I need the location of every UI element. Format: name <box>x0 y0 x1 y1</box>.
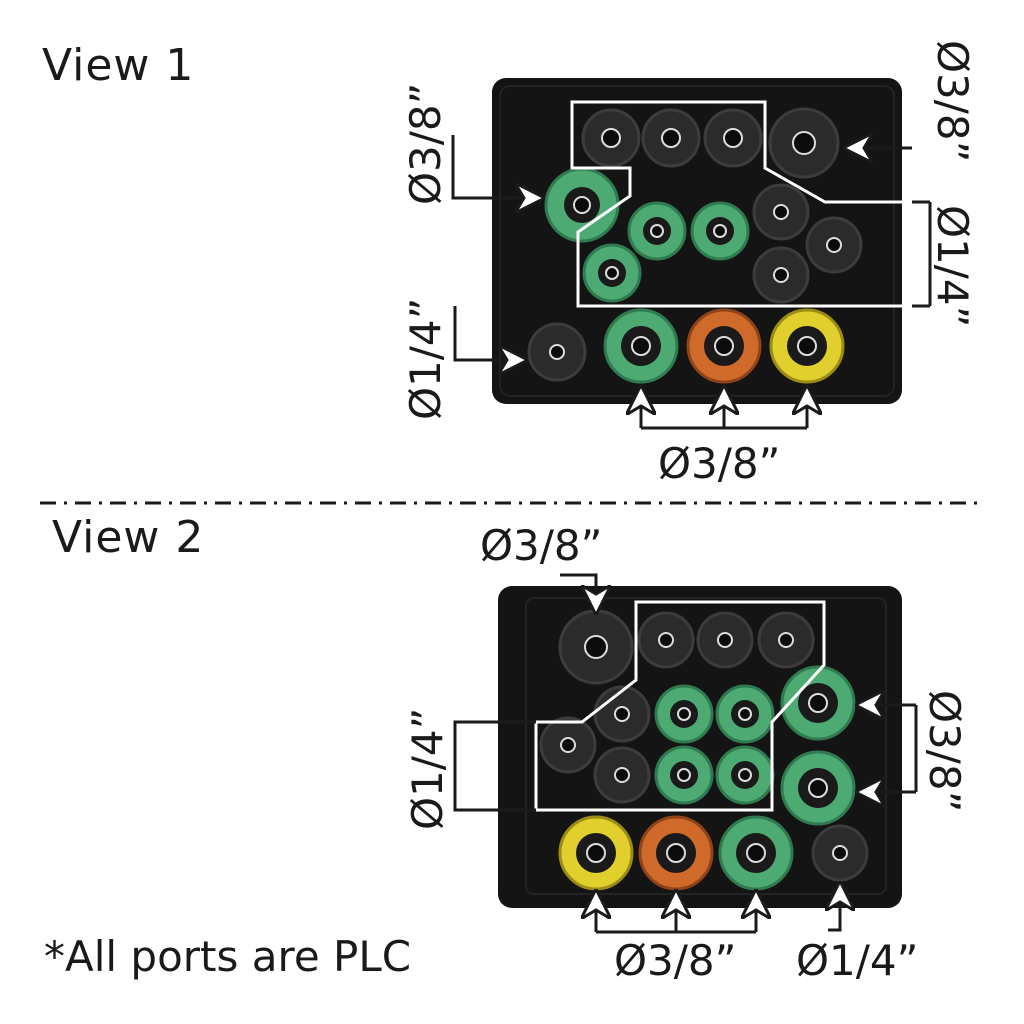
view-2-title: View 2 <box>52 512 205 563</box>
port-green <box>690 201 750 261</box>
port-green <box>627 201 687 261</box>
port-black <box>757 611 815 669</box>
port-green <box>718 815 794 891</box>
port-yellow <box>558 815 634 891</box>
port-black <box>581 108 641 168</box>
label-v2-top: Ø3/8” <box>480 521 602 570</box>
bracket-right-mid <box>912 200 932 308</box>
port-black <box>539 716 597 774</box>
group-outline <box>534 600 826 812</box>
port-black <box>593 685 651 743</box>
port-green <box>715 684 775 744</box>
port-black <box>558 609 634 685</box>
port-orange <box>638 815 714 891</box>
view-2-leaders <box>453 573 918 934</box>
port-black <box>805 216 863 274</box>
port-orange <box>686 308 762 384</box>
port-black <box>641 108 701 168</box>
leader-left-bottom <box>453 306 525 360</box>
port-green <box>603 308 679 384</box>
view-2-manifold <box>498 586 902 908</box>
leader-top <box>560 573 596 612</box>
label-v1-left-bottom: Ø1/4” <box>401 298 450 420</box>
bracket-left-mid <box>453 720 536 812</box>
port-green <box>780 750 856 826</box>
port-black <box>703 108 763 168</box>
port-green <box>780 665 856 741</box>
port-black <box>752 183 810 241</box>
port-black <box>637 611 695 669</box>
port-black <box>527 322 587 382</box>
leader-bottom-right <box>828 884 840 932</box>
label-v2-left-mid: Ø1/4” <box>403 708 452 830</box>
port-green <box>715 745 775 805</box>
port-green <box>582 243 642 303</box>
view-1-manifold <box>492 78 914 404</box>
group-outline <box>570 100 914 308</box>
port-black <box>752 246 810 304</box>
port-black <box>696 611 754 669</box>
port-black <box>768 107 840 179</box>
leader-left-top <box>451 135 542 198</box>
view-1-leaders <box>451 135 932 430</box>
view-1-title: View 1 <box>42 40 195 91</box>
port-green <box>654 745 714 805</box>
label-v1-bottom: Ø3/8” <box>658 439 780 488</box>
label-v2-bottom-right: Ø1/4” <box>796 936 918 985</box>
port-yellow <box>769 308 845 384</box>
label-v2-right-mid: Ø3/8” <box>920 690 969 812</box>
plc-note: *All ports are PLC <box>44 932 412 981</box>
label-v2-bottom-left: Ø3/8” <box>614 936 736 985</box>
port-black <box>811 824 869 882</box>
label-v1-right-mid: Ø1/4” <box>928 205 977 327</box>
port-green <box>654 684 714 744</box>
label-v1-left-top: Ø3/8” <box>401 83 450 205</box>
port-black <box>593 746 651 804</box>
label-v1-right-top: Ø3/8” <box>928 40 977 162</box>
